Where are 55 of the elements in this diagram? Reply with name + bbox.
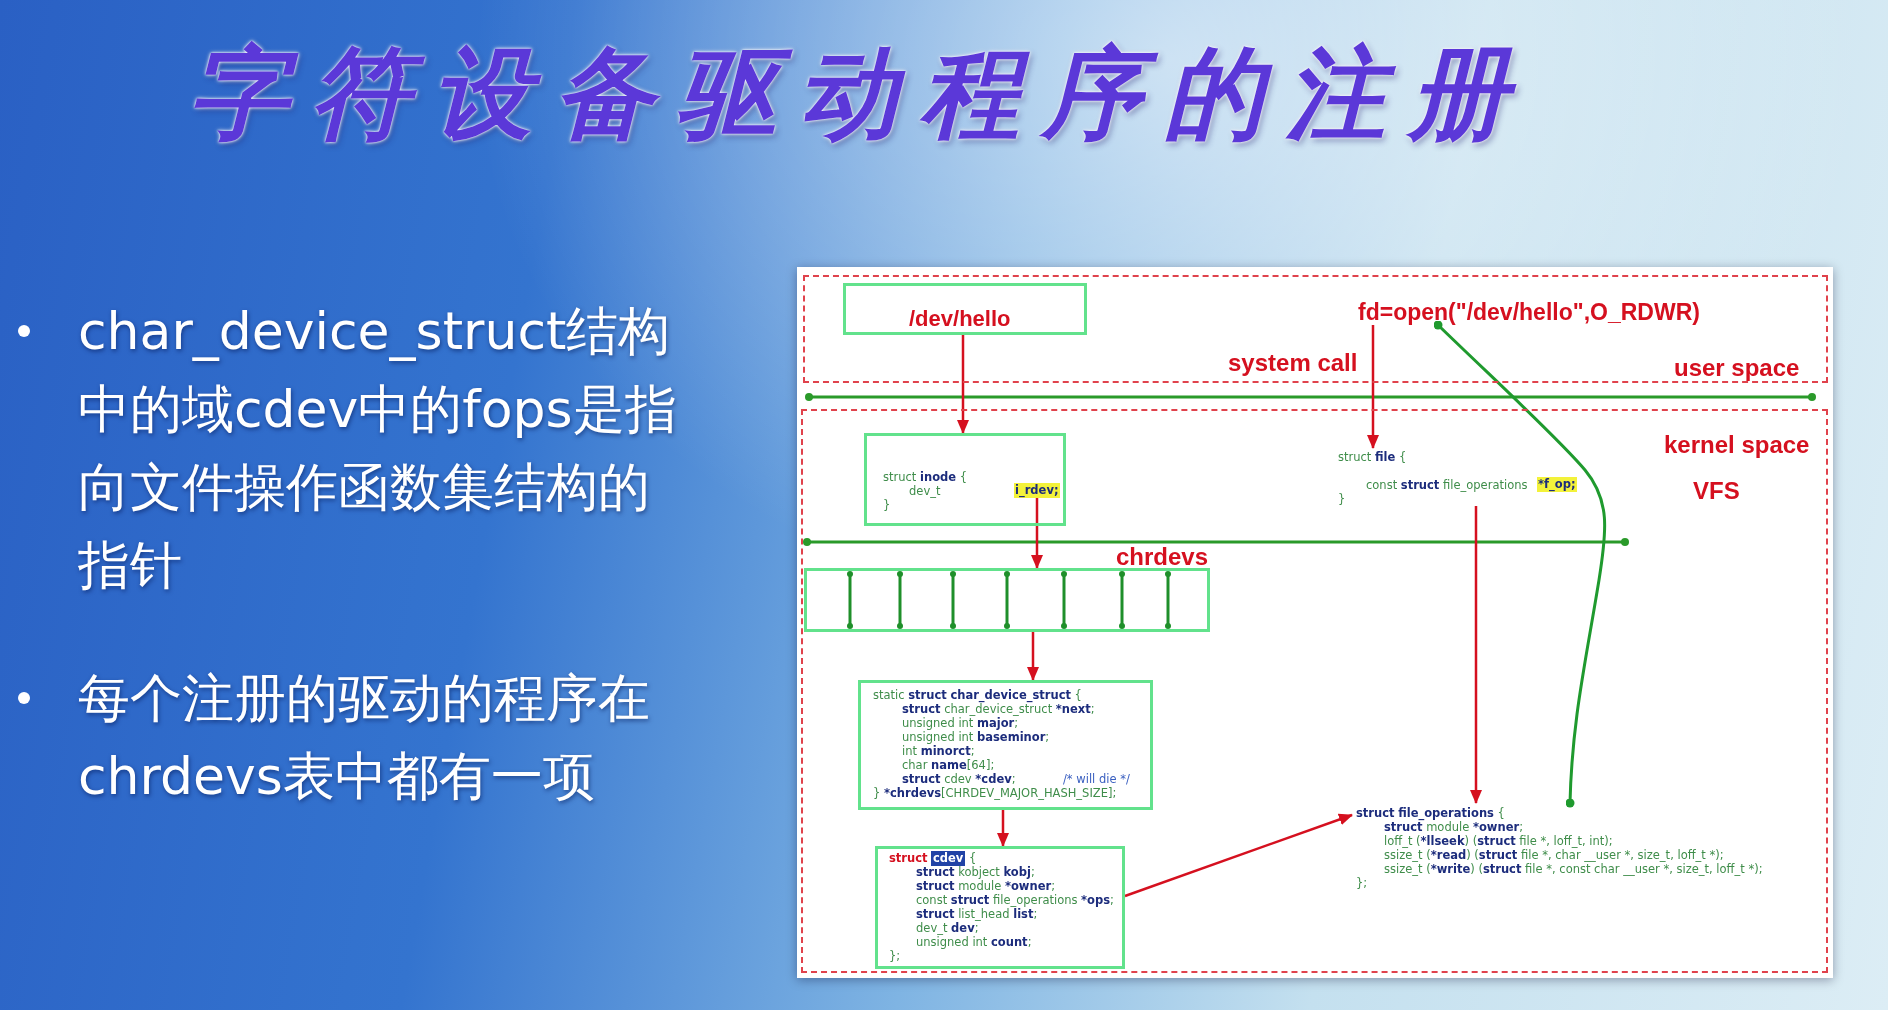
connector-line: [1433, 320, 1607, 808]
arrow: [1470, 506, 1482, 804]
struct-box: [858, 680, 1153, 810]
region-box: [801, 409, 1828, 973]
code-line: struct module *owner;: [1384, 820, 1523, 834]
command-text: fd=open("/dev/hello",O_RDWR): [1358, 299, 1700, 325]
struct-box: [864, 433, 1066, 526]
code-line: struct char_device_struct *next;: [902, 702, 1095, 716]
arrow: [1027, 632, 1039, 681]
arrow: [1124, 813, 1353, 898]
code-line: struct: [889, 851, 928, 865]
bullet-text: char_device_struct结构中的域cdev中的fops是指向文件操作函数集结构的指针: [78, 300, 678, 597]
code-line: const struct file_operations *ops;: [916, 893, 1114, 907]
region-label: user space: [1674, 355, 1800, 381]
code-line: struct cdev *cdev;: [902, 772, 1016, 786]
code-line: struct inode {: [883, 470, 968, 484]
code-line: ssize_t (*read) (struct file *, char __user *, size_t, loff_t *);: [1384, 848, 1724, 862]
code-comment: /* will die */: [1063, 772, 1130, 786]
code-line: const struct file_operations: [1366, 478, 1528, 492]
highlighted-code: *f_op;: [1537, 477, 1577, 492]
code-line: } *chrdevs[CHRDEV_MAJOR_HASH_SIZE];: [873, 786, 1117, 800]
arrow: [997, 810, 1009, 847]
struct-box: [875, 846, 1125, 969]
code-line: struct list_head list;: [916, 907, 1038, 921]
code-line: dev_t: [909, 484, 941, 498]
code-line: int minorct;: [902, 744, 975, 758]
highlighted-code: i_rdev;: [1014, 483, 1060, 498]
code-line: };: [889, 949, 901, 963]
bullet-text: 每个注册的驱动的程序在chrdevs表中都有一项: [78, 667, 651, 808]
layer-label: VFS: [1693, 478, 1740, 504]
code-line: };: [1356, 876, 1368, 890]
code-line: struct kobject kobj;: [916, 865, 1035, 879]
path-label: /dev/hello: [909, 306, 1011, 332]
code-line: static struct char_device_struct {: [873, 688, 1082, 702]
path-box: [843, 283, 1087, 335]
code-line: }: [1338, 492, 1346, 506]
arrow: [957, 335, 969, 434]
code-line: unsigned int baseminor;: [902, 730, 1050, 744]
region-label: kernel space: [1664, 432, 1810, 458]
array-label: chrdevs: [1116, 544, 1209, 570]
code-line: struct file_operations {: [1356, 806, 1505, 820]
arrow: [1367, 325, 1379, 449]
code-line: unsigned int major;: [902, 716, 1019, 730]
arrow: [1031, 498, 1043, 569]
code-line: struct module *owner;: [916, 879, 1055, 893]
code-line: {: [969, 851, 977, 865]
title-text: 字符设备驱动程序的注册: [188, 36, 1530, 152]
highlighted-code: cdev: [931, 851, 966, 866]
code-line: loff_t (*llseek) (struct file *, loff_t, int);: [1384, 834, 1613, 848]
code-line: }: [883, 498, 891, 512]
code-line: dev_t dev;: [916, 921, 979, 935]
code-line: char name[64];: [902, 758, 995, 772]
code-line: ssize_t (*write) (struct file *, const char __user *, size_t, loff_t *);: [1384, 862, 1763, 876]
code-line: unsigned int count;: [916, 935, 1032, 949]
code-line: struct file {: [1338, 450, 1407, 464]
